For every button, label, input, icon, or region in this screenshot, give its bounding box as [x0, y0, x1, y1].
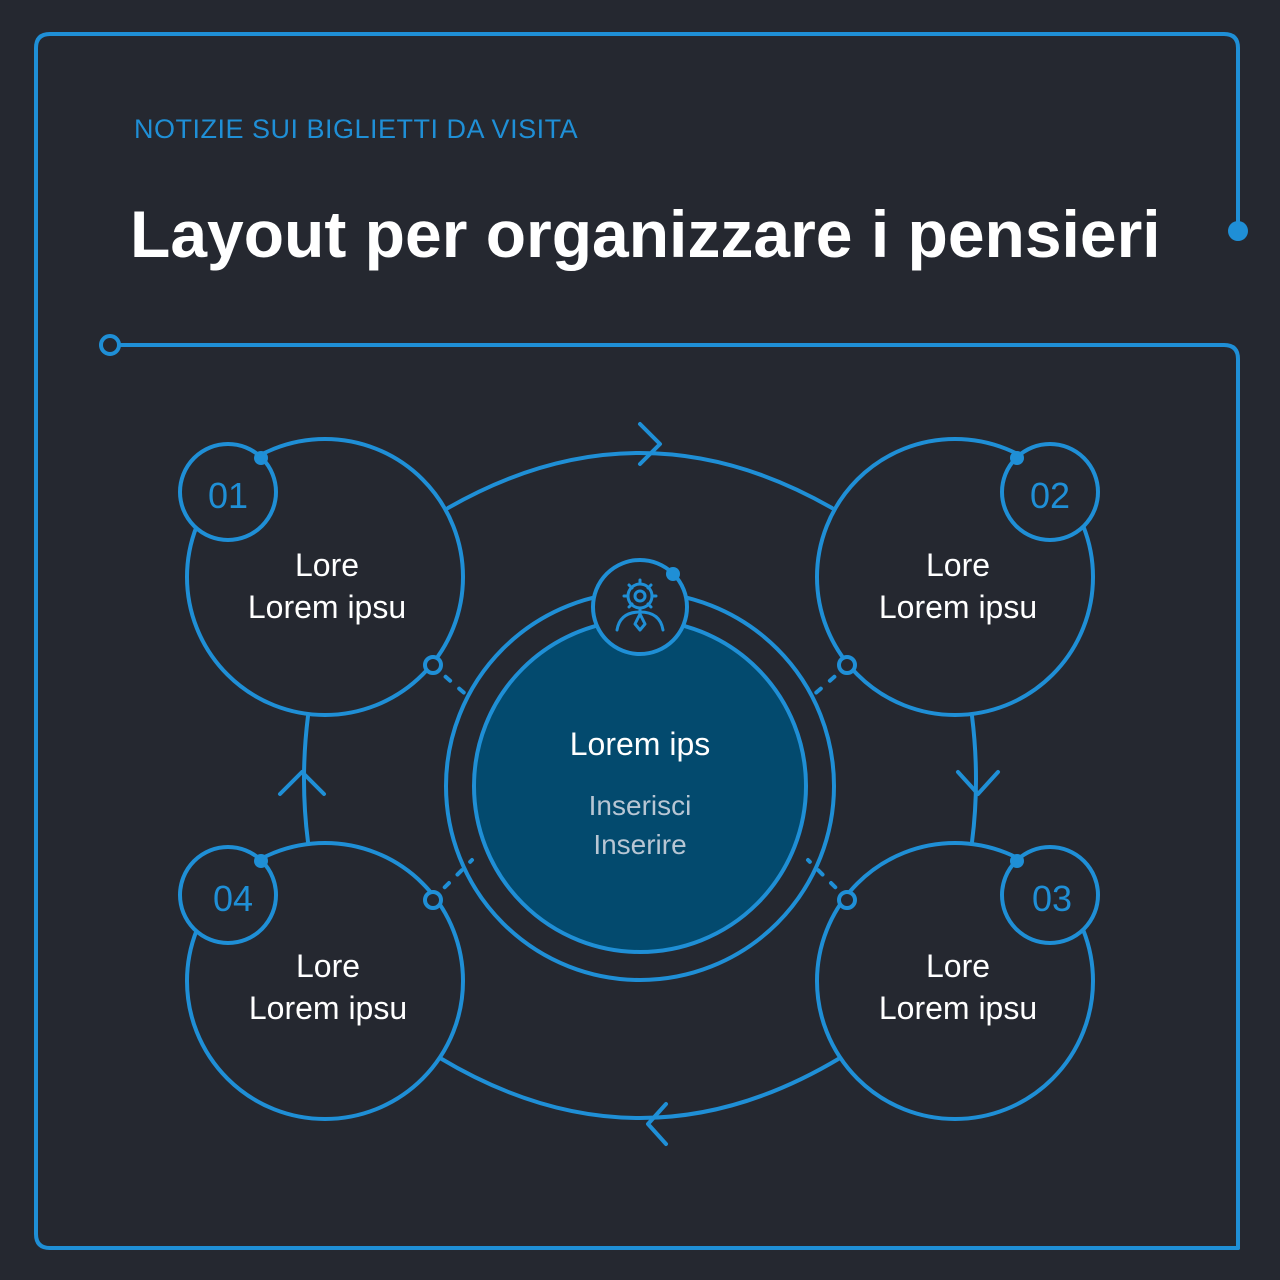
- page-title: Layout per organizzare i pensieri: [130, 197, 1161, 271]
- node-text-04: Lore Lorem ipsu: [198, 945, 458, 1029]
- node-line2: Lorem ipsu: [878, 589, 1038, 625]
- badge-dot-02: [1010, 451, 1024, 465]
- node-number-03: 03: [1031, 878, 1073, 919]
- badge-dot-04: [254, 854, 268, 868]
- node-text-01: Lore Lorem ipsu: [197, 544, 457, 628]
- arrow-bottom-icon: [646, 1102, 668, 1146]
- node-ring-01: [423, 655, 443, 675]
- icon-badge-dot: [666, 567, 680, 581]
- cycle-arc-bottom: [438, 1056, 842, 1120]
- cycle-arc-top: [446, 451, 834, 510]
- kicker-text: NOTIZIE SUI BIGLIETTI DA VISITA: [134, 114, 579, 144]
- cycle-line-right: [970, 714, 978, 844]
- center-line1: Inserisci: [588, 790, 692, 821]
- arrow-top-icon: [638, 422, 662, 466]
- node-circle-01: [185, 437, 465, 717]
- frame-start-ring: [99, 334, 121, 356]
- frame-end-dot: [1228, 221, 1248, 241]
- outer-frame: [34, 32, 1240, 1250]
- center-subtitle: Inserisci Inserire: [500, 786, 780, 864]
- badge-circle-03: [1000, 845, 1100, 945]
- badge-dot-03: [1010, 854, 1024, 868]
- center-title: Lorem ips: [569, 726, 711, 762]
- node-circle-03: [815, 841, 1095, 1121]
- person-gear-icon: [615, 578, 665, 632]
- node-text-03: Lore Lorem ipsu: [828, 945, 1088, 1029]
- cycle-line-left: [302, 714, 310, 844]
- badge-circle-04: [178, 845, 278, 945]
- node-ring-04: [423, 890, 443, 910]
- badge-circle-01: [178, 442, 278, 542]
- node-text-02: Lore Lorem ipsu: [828, 544, 1088, 628]
- node-number-04: 04: [212, 878, 254, 919]
- connector-01: [430, 663, 472, 700]
- node-circle-02: [815, 437, 1095, 717]
- arrow-right-icon: [956, 770, 1000, 796]
- inner-frame-line: [118, 343, 1240, 1250]
- center-line2: Inserire: [593, 829, 687, 860]
- node-line2: Lorem ipsu: [878, 990, 1038, 1026]
- arrow-left-icon: [278, 770, 326, 796]
- node-line1: Lore: [925, 547, 991, 583]
- node-ring-03: [837, 890, 857, 910]
- node-line1: Lore: [925, 948, 991, 984]
- node-ring-02: [837, 655, 857, 675]
- node-line2: Lorem ipsu: [248, 990, 408, 1026]
- node-number-02: 02: [1029, 475, 1071, 516]
- badge-circle-02: [1000, 442, 1100, 542]
- badge-dot-01: [254, 451, 268, 465]
- node-line2: Lorem ipsu: [247, 589, 407, 625]
- node-line1: Lore: [295, 948, 361, 984]
- node-circle-04: [185, 841, 465, 1121]
- connector-02: [808, 663, 850, 700]
- node-line1: Lore: [294, 547, 360, 583]
- node-number-01: 01: [207, 475, 249, 516]
